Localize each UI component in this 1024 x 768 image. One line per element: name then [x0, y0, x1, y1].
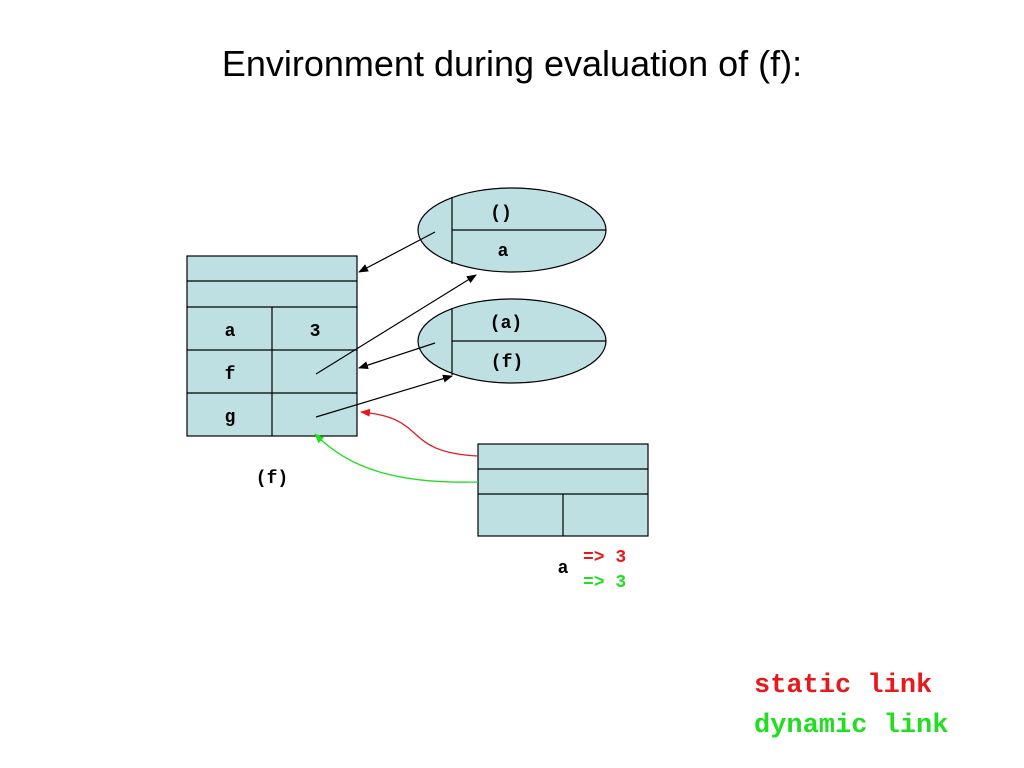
closure-g: (a) (f) [417, 298, 607, 384]
global-frame: a 3 f g [186, 255, 358, 437]
legend-static-link: static link [754, 671, 932, 701]
closure-f-env-pointer [358, 231, 436, 273]
closure-g-env-pointer [358, 342, 436, 369]
static-result: => 3 [583, 548, 626, 568]
binding-name-a: a [225, 322, 236, 342]
g-binding-pointer [315, 374, 453, 418]
binding-name-g: g [225, 408, 236, 428]
closure-f-body: a [498, 242, 509, 262]
dynamic-link-arrow [314, 433, 479, 483]
binding-value-a: 3 [310, 322, 321, 342]
call-frame [477, 443, 649, 537]
legend-dynamic-link: dynamic link [754, 711, 948, 741]
f-binding-pointer [315, 274, 477, 375]
call-label: (f) [256, 469, 288, 489]
closure-g-params: (a) [490, 314, 522, 334]
call-frame-var-name: a [558, 559, 569, 579]
closure-g-body: (f) [491, 353, 523, 373]
closure-f-params: () [490, 204, 512, 224]
static-link-arrow [360, 408, 479, 457]
binding-name-f: f [225, 365, 236, 385]
closure-f: () a [417, 187, 607, 273]
page-title: Environment during evaluation of (f): [222, 43, 802, 84]
dynamic-result: => 3 [583, 573, 626, 593]
